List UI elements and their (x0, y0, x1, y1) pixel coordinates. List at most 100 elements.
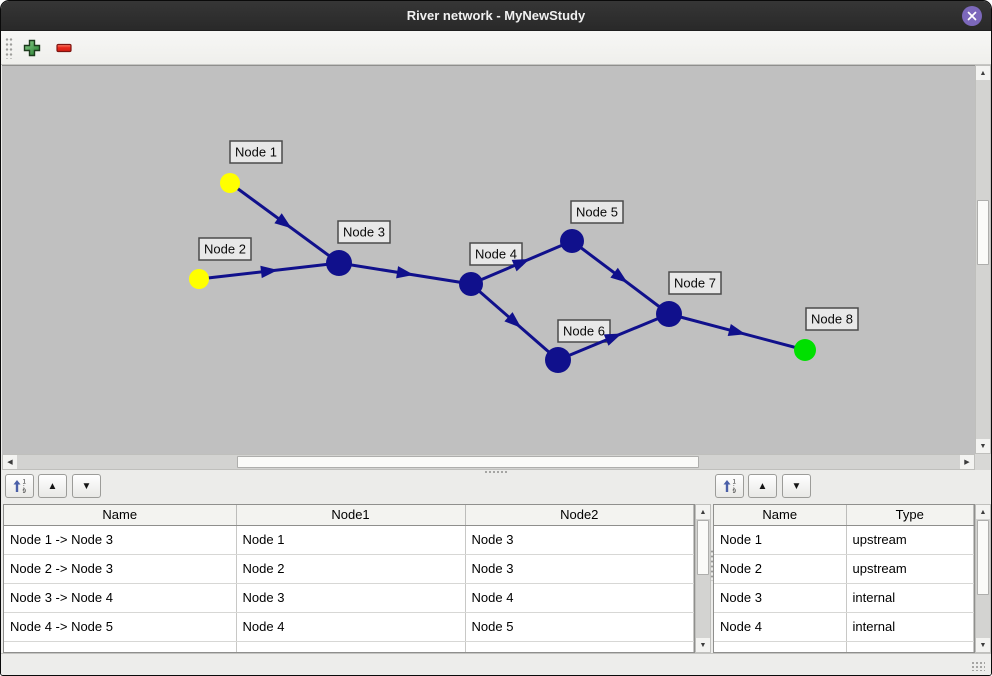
table-cell[interactable]: Node 1 (236, 525, 466, 555)
network-node[interactable] (459, 272, 483, 296)
table-cell[interactable]: Node 3 -> Node 4 (4, 583, 237, 613)
up-triangle-icon: ▲ (699, 508, 707, 516)
left-triangle-icon: ◀ (7, 459, 13, 466)
table-cell[interactable]: Node 3 (714, 583, 847, 613)
toolbar-grip[interactable] (5, 37, 13, 59)
canvas-vertical-scrollbar[interactable]: ▲ ▼ (975, 65, 991, 454)
network-edge[interactable] (198, 261, 340, 281)
svg-text:1: 1 (22, 480, 26, 486)
table-cell[interactable]: Node 5 (465, 612, 694, 642)
table-cell[interactable]: Node 3 (465, 525, 694, 555)
network-edge[interactable] (338, 261, 472, 286)
table-cell[interactable]: Node 1 -> Node 3 (4, 525, 237, 555)
column-header[interactable]: Name (4, 505, 237, 526)
scrollbar-thumb[interactable] (977, 520, 989, 595)
network-edge[interactable] (557, 312, 670, 362)
minus-icon (56, 43, 72, 53)
table-cell[interactable]: Node 4 (714, 612, 847, 642)
column-header[interactable]: Name (714, 505, 847, 526)
right-triangle-icon: ▶ (964, 459, 970, 466)
table-cell[interactable] (714, 641, 847, 652)
svg-text:1: 1 (732, 480, 736, 486)
canvas-horizontal-scrollbar[interactable]: ◀ ▶ (2, 454, 975, 470)
table-cell[interactable]: Node 4 (236, 612, 466, 642)
table-cell[interactable] (846, 641, 974, 652)
links-move-up-button[interactable]: ▲ (38, 474, 67, 498)
network-node[interactable] (656, 301, 682, 327)
table-cell[interactable]: internal (846, 583, 974, 613)
scroll-down-button[interactable]: ▼ (976, 638, 990, 652)
scroll-up-button[interactable]: ▲ (976, 505, 990, 519)
table-cell[interactable]: Node 3 (236, 583, 466, 613)
table-cell[interactable]: upstream (846, 525, 974, 555)
scroll-up-button[interactable]: ▲ (976, 66, 990, 80)
table-cell[interactable]: Node 2 (236, 554, 466, 584)
remove-node-button[interactable] (53, 37, 75, 59)
network-edge[interactable] (470, 239, 573, 286)
scroll-down-button[interactable]: ▼ (696, 638, 710, 652)
table-cell[interactable]: Node 2 (714, 554, 847, 584)
table-cell[interactable] (4, 641, 237, 652)
svg-text:Node 5: Node 5 (576, 205, 618, 220)
svg-text:Node 6: Node 6 (563, 324, 605, 339)
node-label: Node 1 (229, 140, 283, 164)
table-cell[interactable]: Node 2 -> Node 3 (4, 554, 237, 584)
table-cell[interactable]: upstream (846, 554, 974, 584)
scroll-right-button[interactable]: ▶ (960, 455, 974, 469)
network-node[interactable] (560, 229, 584, 253)
table-row[interactable] (4, 641, 694, 652)
scroll-left-button[interactable]: ◀ (3, 455, 17, 469)
titlebar[interactable]: River network - MyNewStudy (1, 1, 991, 31)
column-header[interactable]: Node1 (236, 505, 466, 526)
up-triangle-icon: ▲ (47, 480, 58, 492)
scroll-up-button[interactable]: ▲ (696, 505, 710, 519)
table-cell[interactable]: Node 3 (465, 554, 694, 584)
table-cell[interactable] (465, 641, 694, 652)
table-splitter-grip[interactable] (710, 549, 714, 581)
resize-grip-icon[interactable] (971, 661, 985, 671)
network-node[interactable] (326, 250, 352, 276)
links-table-scrollbar[interactable]: ▲ ▼ (695, 504, 711, 653)
column-header[interactable]: Type (846, 505, 974, 526)
scrollbar-thumb[interactable] (237, 456, 699, 468)
node-label: Node 2 (198, 237, 252, 261)
table-cell[interactable]: internal (846, 612, 974, 642)
table-cell[interactable]: Node 1 (714, 525, 847, 555)
network-node[interactable] (545, 347, 571, 373)
network-edge[interactable] (470, 282, 559, 362)
network-node[interactable] (794, 339, 816, 361)
scrollbar-thumb[interactable] (977, 200, 989, 265)
network-node[interactable] (189, 269, 209, 289)
table-cell[interactable]: Node 4 -> Node 5 (4, 612, 237, 642)
nodes-move-down-button[interactable]: ▼ (782, 474, 811, 498)
network-edge[interactable] (668, 312, 806, 352)
column-header[interactable]: Node2 (465, 505, 694, 526)
network-node[interactable] (220, 173, 240, 193)
table-row[interactable] (714, 641, 974, 652)
links-move-down-button[interactable]: ▼ (72, 474, 101, 498)
links-sort-button[interactable]: 1 9 (5, 474, 34, 498)
nodes-table-scrollbar[interactable]: ▲ ▼ (975, 504, 991, 653)
horizontal-splitter-grip[interactable] (484, 470, 508, 474)
table-cell[interactable] (236, 641, 466, 652)
nodes-sort-button[interactable]: 1 9 (715, 474, 744, 498)
add-node-button[interactable] (21, 37, 43, 59)
close-button[interactable] (962, 6, 982, 26)
network-edge[interactable] (229, 181, 340, 265)
network-edge[interactable] (571, 239, 670, 316)
nodes-move-up-button[interactable]: ▲ (748, 474, 777, 498)
network-edge-arrow (396, 266, 414, 279)
network-edge-arrow (610, 267, 628, 283)
table-cell[interactable]: Node 4 (465, 583, 694, 613)
scrollbar-thumb[interactable] (697, 520, 709, 575)
scroll-down-button[interactable]: ▼ (976, 439, 990, 453)
